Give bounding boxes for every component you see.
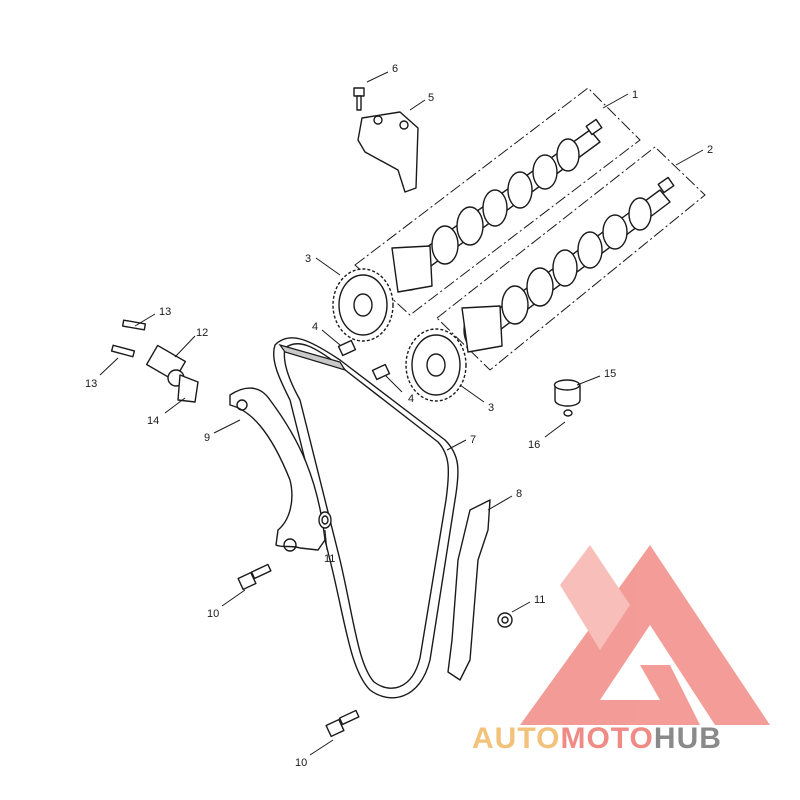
callout-14: 14 xyxy=(147,415,159,427)
sprocket-bolt-upper xyxy=(337,339,357,357)
bracket-bolt xyxy=(353,87,365,111)
sprocket-bolt-lower xyxy=(371,363,391,381)
tensioner-bolt-upper xyxy=(121,319,147,331)
callout-3-lower: 3 xyxy=(488,402,494,414)
callout-10-upper: 10 xyxy=(207,608,219,620)
callout-9: 9 xyxy=(204,432,210,444)
camshaft-2 xyxy=(461,176,675,353)
watermark-text-auto: AUTO xyxy=(472,722,560,755)
chain-tensioner xyxy=(145,344,187,387)
tensioner-bolt-lower xyxy=(110,344,136,358)
assembly-outline-2 xyxy=(436,146,706,371)
camshaft-1 xyxy=(391,118,603,293)
callout-4-upper: 4 xyxy=(312,321,318,333)
callout-4-lower: 4 xyxy=(408,393,414,405)
callout-13-lower: 13 xyxy=(85,378,97,390)
watermark-logo xyxy=(520,545,770,725)
tappet-shim xyxy=(563,409,573,417)
watermark-text-moto: MOTO xyxy=(560,722,653,755)
callout-13-upper: 13 xyxy=(159,306,171,318)
callout-2: 2 xyxy=(707,144,713,156)
bucket-tappet xyxy=(553,379,581,407)
leader-lines xyxy=(99,71,704,756)
callout-labels: 1 2 3 3 4 4 5 6 7 8 9 10 10 11 11 12 13 … xyxy=(85,63,713,769)
washer-left xyxy=(318,511,332,529)
camshaft-sprocket-lower xyxy=(405,328,467,402)
tensioner-gasket xyxy=(177,374,199,403)
callout-10-lower: 10 xyxy=(295,757,307,769)
camshaft-bracket xyxy=(357,111,419,193)
callout-12: 12 xyxy=(196,327,208,339)
watermark-text: AUTOMOTOHUB xyxy=(472,722,722,755)
tensioner-guide xyxy=(229,387,326,552)
guide-bolt-lower xyxy=(325,709,360,738)
callout-16: 16 xyxy=(528,439,540,451)
callout-6: 6 xyxy=(392,63,398,75)
timing-chain xyxy=(273,337,459,699)
washer-right xyxy=(497,612,513,628)
fixed-chain-guide xyxy=(447,499,491,681)
callout-11-left: 11 xyxy=(324,553,335,565)
camshaft-sprocket-upper xyxy=(332,268,394,342)
callout-5: 5 xyxy=(428,92,434,104)
callout-8: 8 xyxy=(516,488,522,500)
watermark-text-hub: HUB xyxy=(654,722,722,755)
callout-1: 1 xyxy=(632,89,638,101)
svg-text:AUTOMOTOHUB: AUTOMOTOHUB xyxy=(472,722,722,755)
assembly-outline-1 xyxy=(354,87,641,316)
callout-11-right: 11 xyxy=(534,594,545,606)
callout-3-upper: 3 xyxy=(305,253,311,265)
guide-bolt-upper xyxy=(237,563,272,591)
callout-15: 15 xyxy=(604,368,616,380)
callout-7: 7 xyxy=(470,434,476,446)
